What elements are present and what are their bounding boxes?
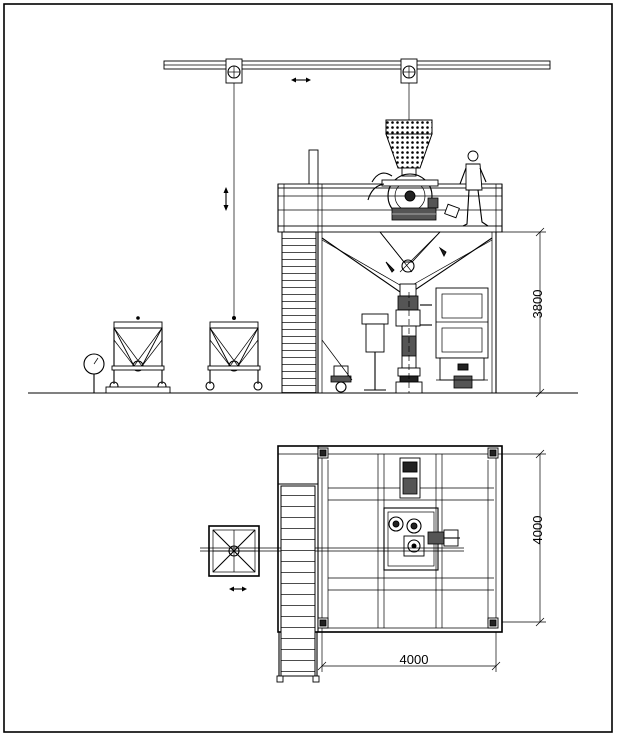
plan-view: 4000 4000: [200, 445, 546, 683]
operator-figure: [459, 150, 489, 227]
height-dimension-label: 3800: [530, 290, 545, 319]
control-stand: [361, 313, 389, 391]
mixer-drum: [367, 172, 460, 221]
mobile-hopper-left: [109, 316, 167, 391]
plan-mobile-hopper: [208, 525, 260, 577]
support-frame: [317, 232, 497, 393]
plan-width-dimension-label: 4000: [400, 652, 429, 667]
plan-depth-dimension-label: 4000: [530, 516, 545, 545]
height-dimension: 3800: [502, 227, 546, 398]
hoist-trolley-left: [225, 58, 243, 318]
plan-travel-arrow-icon: [229, 586, 247, 592]
small-pump: [321, 339, 353, 393]
plan-width-dimension: 4000: [317, 632, 501, 672]
vent-pipe: [308, 149, 319, 187]
staircase: [281, 231, 317, 394]
mesh-hopper: [385, 119, 433, 177]
corner-plates: [317, 447, 499, 629]
overhead-rail: [163, 60, 551, 70]
plan-staircase: [276, 485, 320, 683]
electrical-cabinet: [435, 287, 489, 389]
mobile-hopper-right: [205, 316, 263, 391]
plan-machinery: [383, 457, 460, 571]
vertical-travel-arrow-icon: [223, 187, 229, 211]
discharge-column: [395, 283, 432, 394]
hoist-trolley-right: [400, 58, 418, 120]
silo-cone: [321, 231, 493, 293]
sheet-border: [3, 3, 613, 733]
plan-depth-dimension: 4000: [502, 449, 546, 627]
elevation-view: 3800: [28, 58, 578, 398]
weighing-scale: [83, 353, 171, 394]
horizontal-travel-arrow-icon: [291, 77, 311, 83]
